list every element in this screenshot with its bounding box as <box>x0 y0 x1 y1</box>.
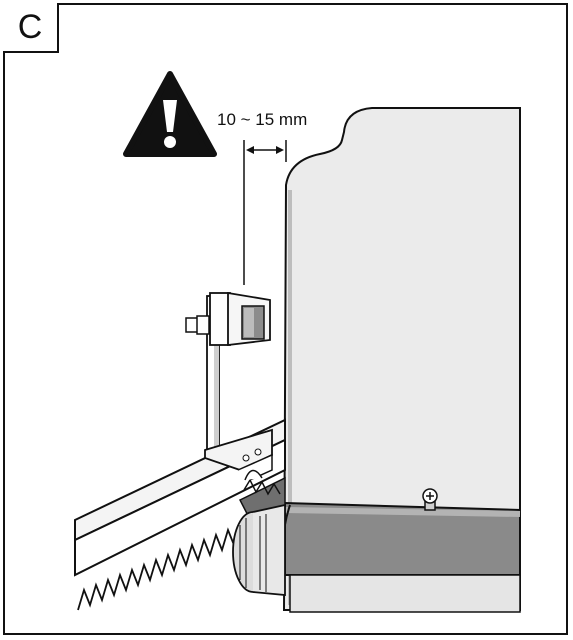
motor-housing <box>282 107 521 613</box>
panel-label: C <box>3 3 59 53</box>
pinion-gear <box>232 476 286 596</box>
screw-icon <box>422 488 438 511</box>
warning-triangle-icon <box>123 71 217 157</box>
dimension-indicator <box>243 140 287 285</box>
dimension-label: 10 ~ 15 mm <box>217 110 308 129</box>
magnet-block <box>185 291 271 347</box>
